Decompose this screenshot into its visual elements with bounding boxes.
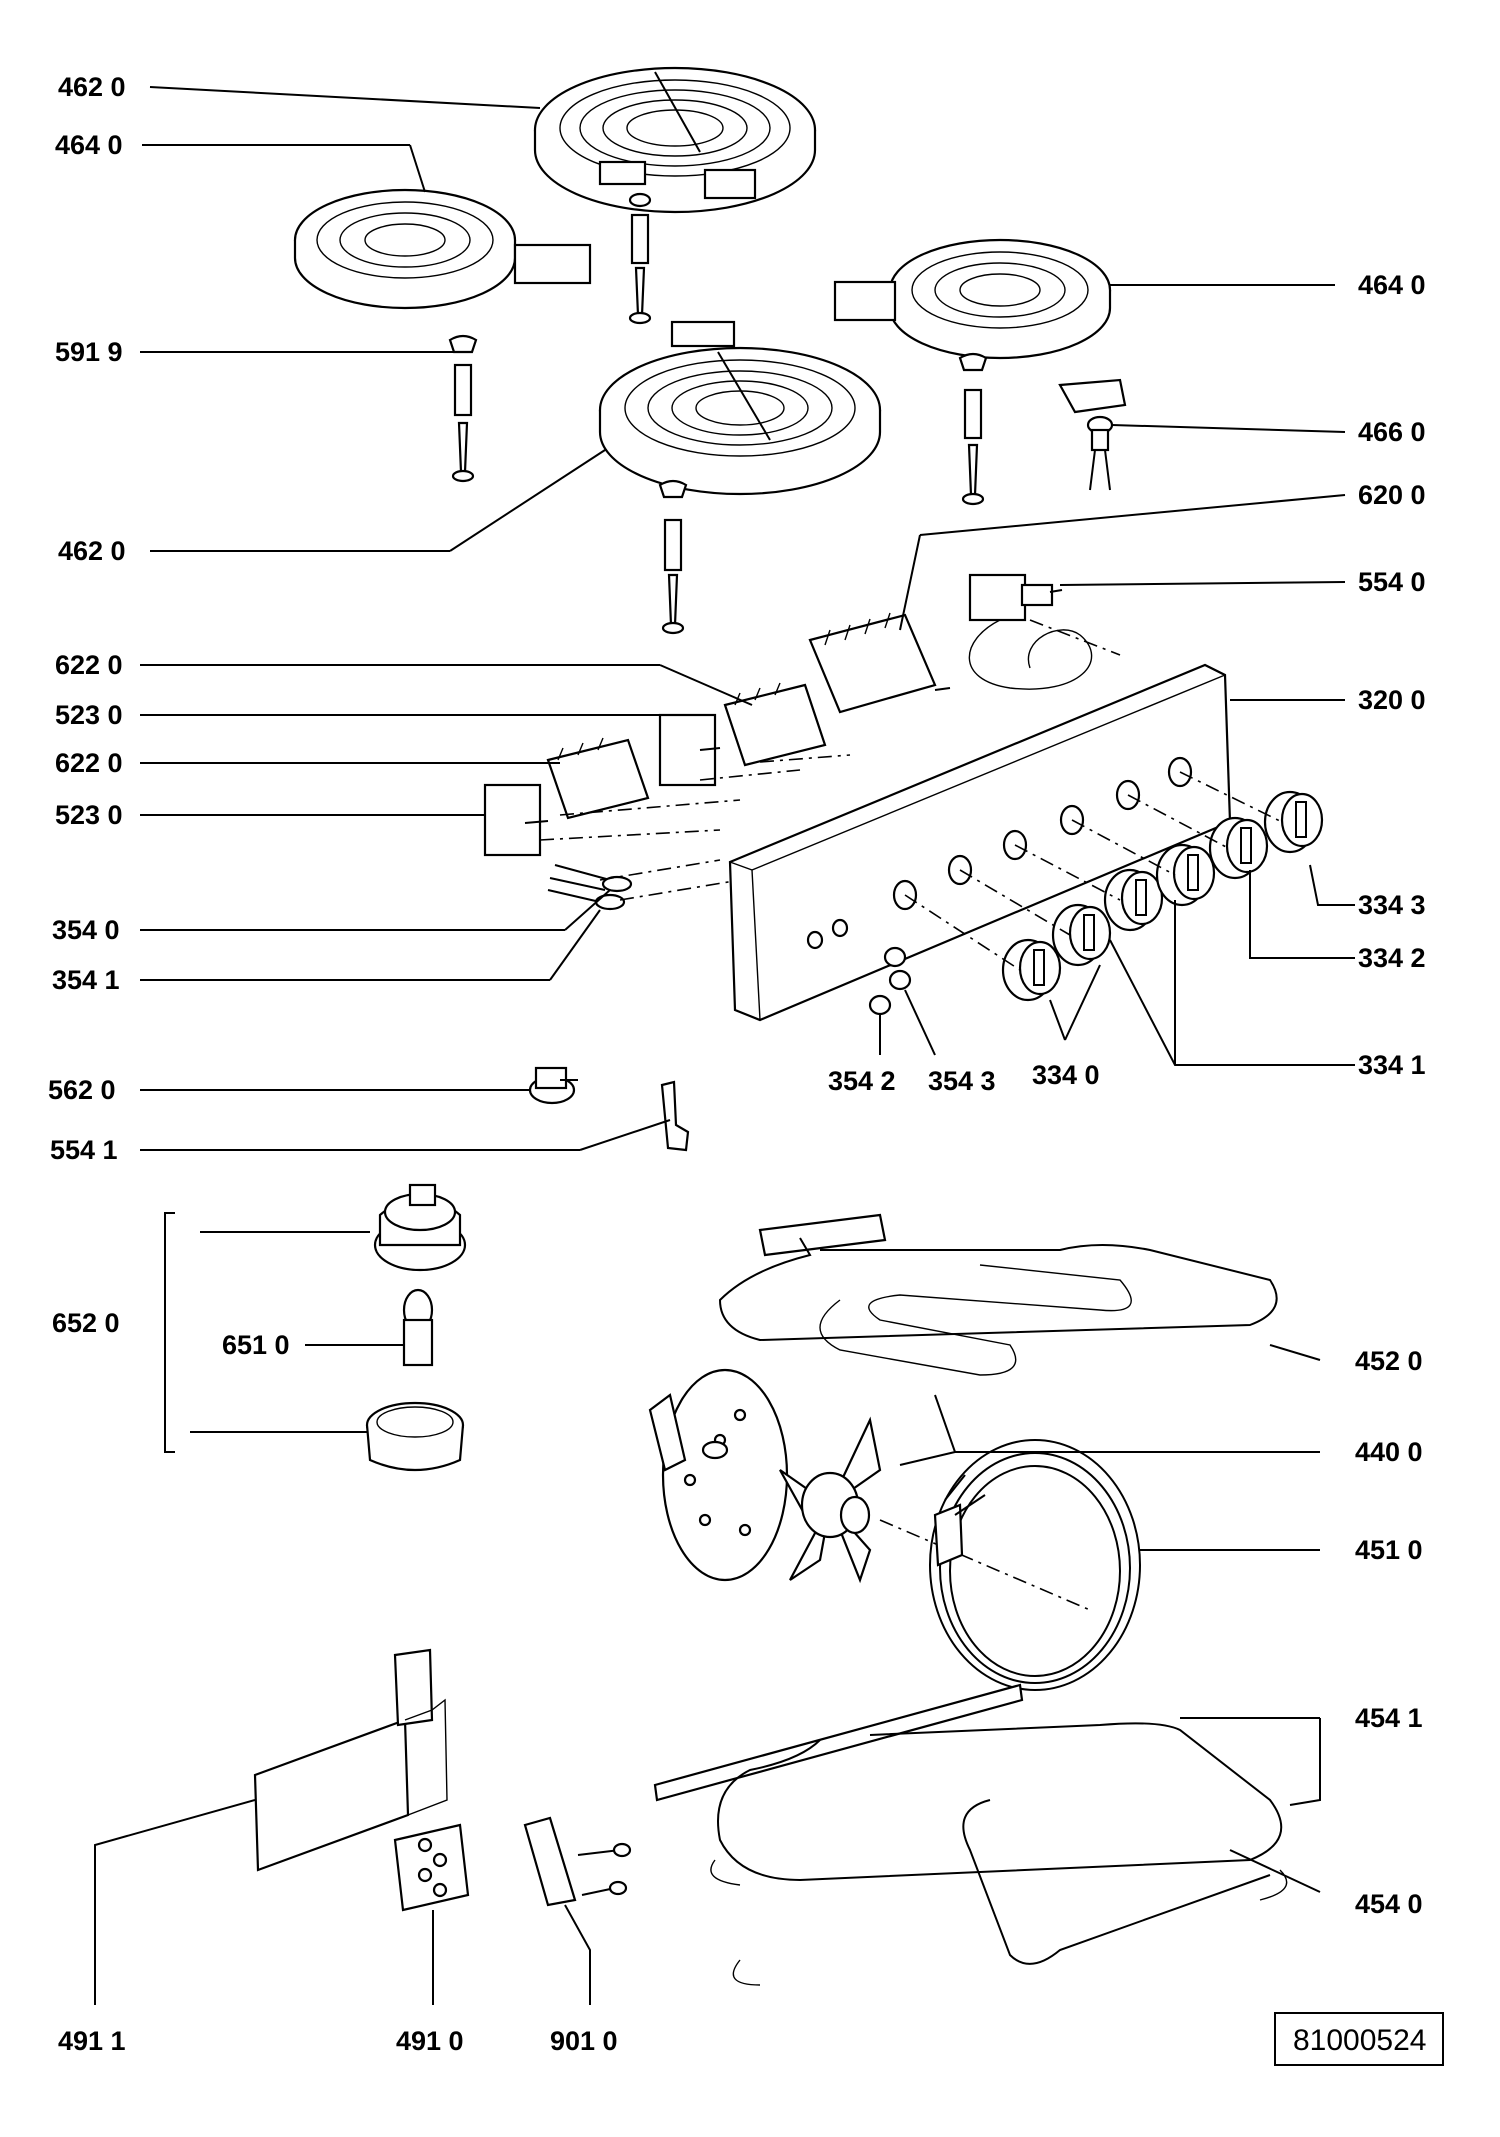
energy-regulator-5230-a: [658, 713, 721, 787]
hotplate-small-right: [833, 238, 1112, 360]
hotplate-large-middle: [598, 320, 882, 496]
fixing-stack-middle: [658, 479, 688, 635]
knob-3: [1103, 868, 1164, 932]
selector-switch-6200: [808, 612, 951, 714]
label-6200: 620 0: [1358, 480, 1426, 510]
label-4910: 491 0: [396, 2026, 464, 2056]
label-3341: 334 1: [1358, 1050, 1426, 1080]
thermal-cutout-5620: [528, 1066, 578, 1105]
label-4640-left: 464 0: [55, 130, 123, 160]
label-5919: 591 9: [55, 337, 123, 367]
energy-regulator-6220-a: [723, 682, 827, 767]
hotplate-small-left: [293, 188, 592, 310]
label-4620-top: 462 0: [58, 72, 126, 102]
fixing-stack-left: [448, 334, 478, 483]
label-4520: 452 0: [1355, 1346, 1423, 1376]
knob-5: [1208, 816, 1269, 880]
energy-regulator-6220-b: [546, 737, 650, 820]
label-6220-a: 622 0: [55, 650, 123, 680]
label-4541: 454 1: [1355, 1703, 1423, 1733]
control-knob-row: [1001, 790, 1324, 1002]
knob-1: [1001, 938, 1062, 1002]
fixing-stack-top: [628, 192, 652, 325]
label-6510: 651 0: [222, 1330, 290, 1360]
clamp-9010: [523, 1816, 632, 1907]
label-4660: 466 0: [1358, 417, 1426, 447]
label-3343: 334 3: [1358, 890, 1426, 920]
wiring-dash-lines: [539, 619, 1121, 901]
bracket-5541: [660, 1080, 690, 1152]
label-3540: 354 0: [52, 915, 120, 945]
label-5620: 562 0: [48, 1075, 116, 1105]
energy-regulator-5230-b: [483, 783, 549, 857]
label-3340: 334 0: [1032, 1060, 1100, 1090]
knob-6: [1263, 790, 1324, 854]
label-5540: 554 0: [1358, 567, 1426, 597]
knob-axis-lines: [904, 771, 1283, 971]
label-5541: 554 1: [50, 1135, 118, 1165]
leader-lines: [94, 86, 1355, 2005]
pilot-lamp: [1058, 378, 1127, 491]
label-4911: 491 1: [58, 2026, 126, 2056]
label-6520: 652 0: [52, 1308, 120, 1338]
bottom-element-4540: [653, 1683, 1288, 1986]
hotplate-large-top: [533, 66, 817, 214]
indicator-lamps: [868, 946, 912, 1016]
cable-bracket-4911: [253, 1648, 448, 1872]
lamp-wires: [547, 864, 633, 911]
label-3342: 334 2: [1358, 943, 1426, 973]
thermostat: [968, 573, 1093, 690]
label-4400: 440 0: [1355, 1437, 1423, 1467]
circular-element-4510: [929, 1439, 1141, 1691]
callout-labels: 462 0 464 0 464 0 591 9 466 0 620 0 462 …: [48, 72, 1426, 2056]
fan-motor-4400: [648, 1368, 789, 1582]
label-5230-a: 523 0: [55, 700, 123, 730]
group-bracket-6520: [164, 1212, 175, 1453]
label-9010: 901 0: [550, 2026, 618, 2056]
knob-4: [1155, 843, 1216, 907]
label-6220-b: 622 0: [55, 748, 123, 778]
fan-impeller: [779, 1416, 882, 1584]
grill-element-4520: [718, 1213, 1278, 1376]
label-3200: 320 0: [1358, 685, 1426, 715]
fixing-stack-right: [958, 352, 988, 506]
label-4510: 451 0: [1355, 1535, 1423, 1565]
label-4540: 454 0: [1355, 1889, 1423, 1919]
knob-2: [1051, 903, 1112, 967]
fan-axis-line: [879, 1519, 1091, 1611]
label-3542: 354 2: [828, 1066, 896, 1096]
label-3543: 354 3: [928, 1066, 996, 1096]
lamp-cover: [365, 1401, 465, 1472]
label-4620-mid: 462 0: [58, 536, 126, 566]
label-3541: 354 1: [52, 965, 120, 995]
label-4640-right: 464 0: [1358, 270, 1426, 300]
lamp-bulb: [402, 1288, 434, 1367]
document-number: 81000524: [1293, 2024, 1426, 2057]
lamp-holder: [373, 1183, 467, 1272]
terminal-block-4910: [393, 1823, 470, 1912]
document-number-box: 81000524: [1274, 2012, 1444, 2066]
label-5230-b: 523 0: [55, 800, 123, 830]
